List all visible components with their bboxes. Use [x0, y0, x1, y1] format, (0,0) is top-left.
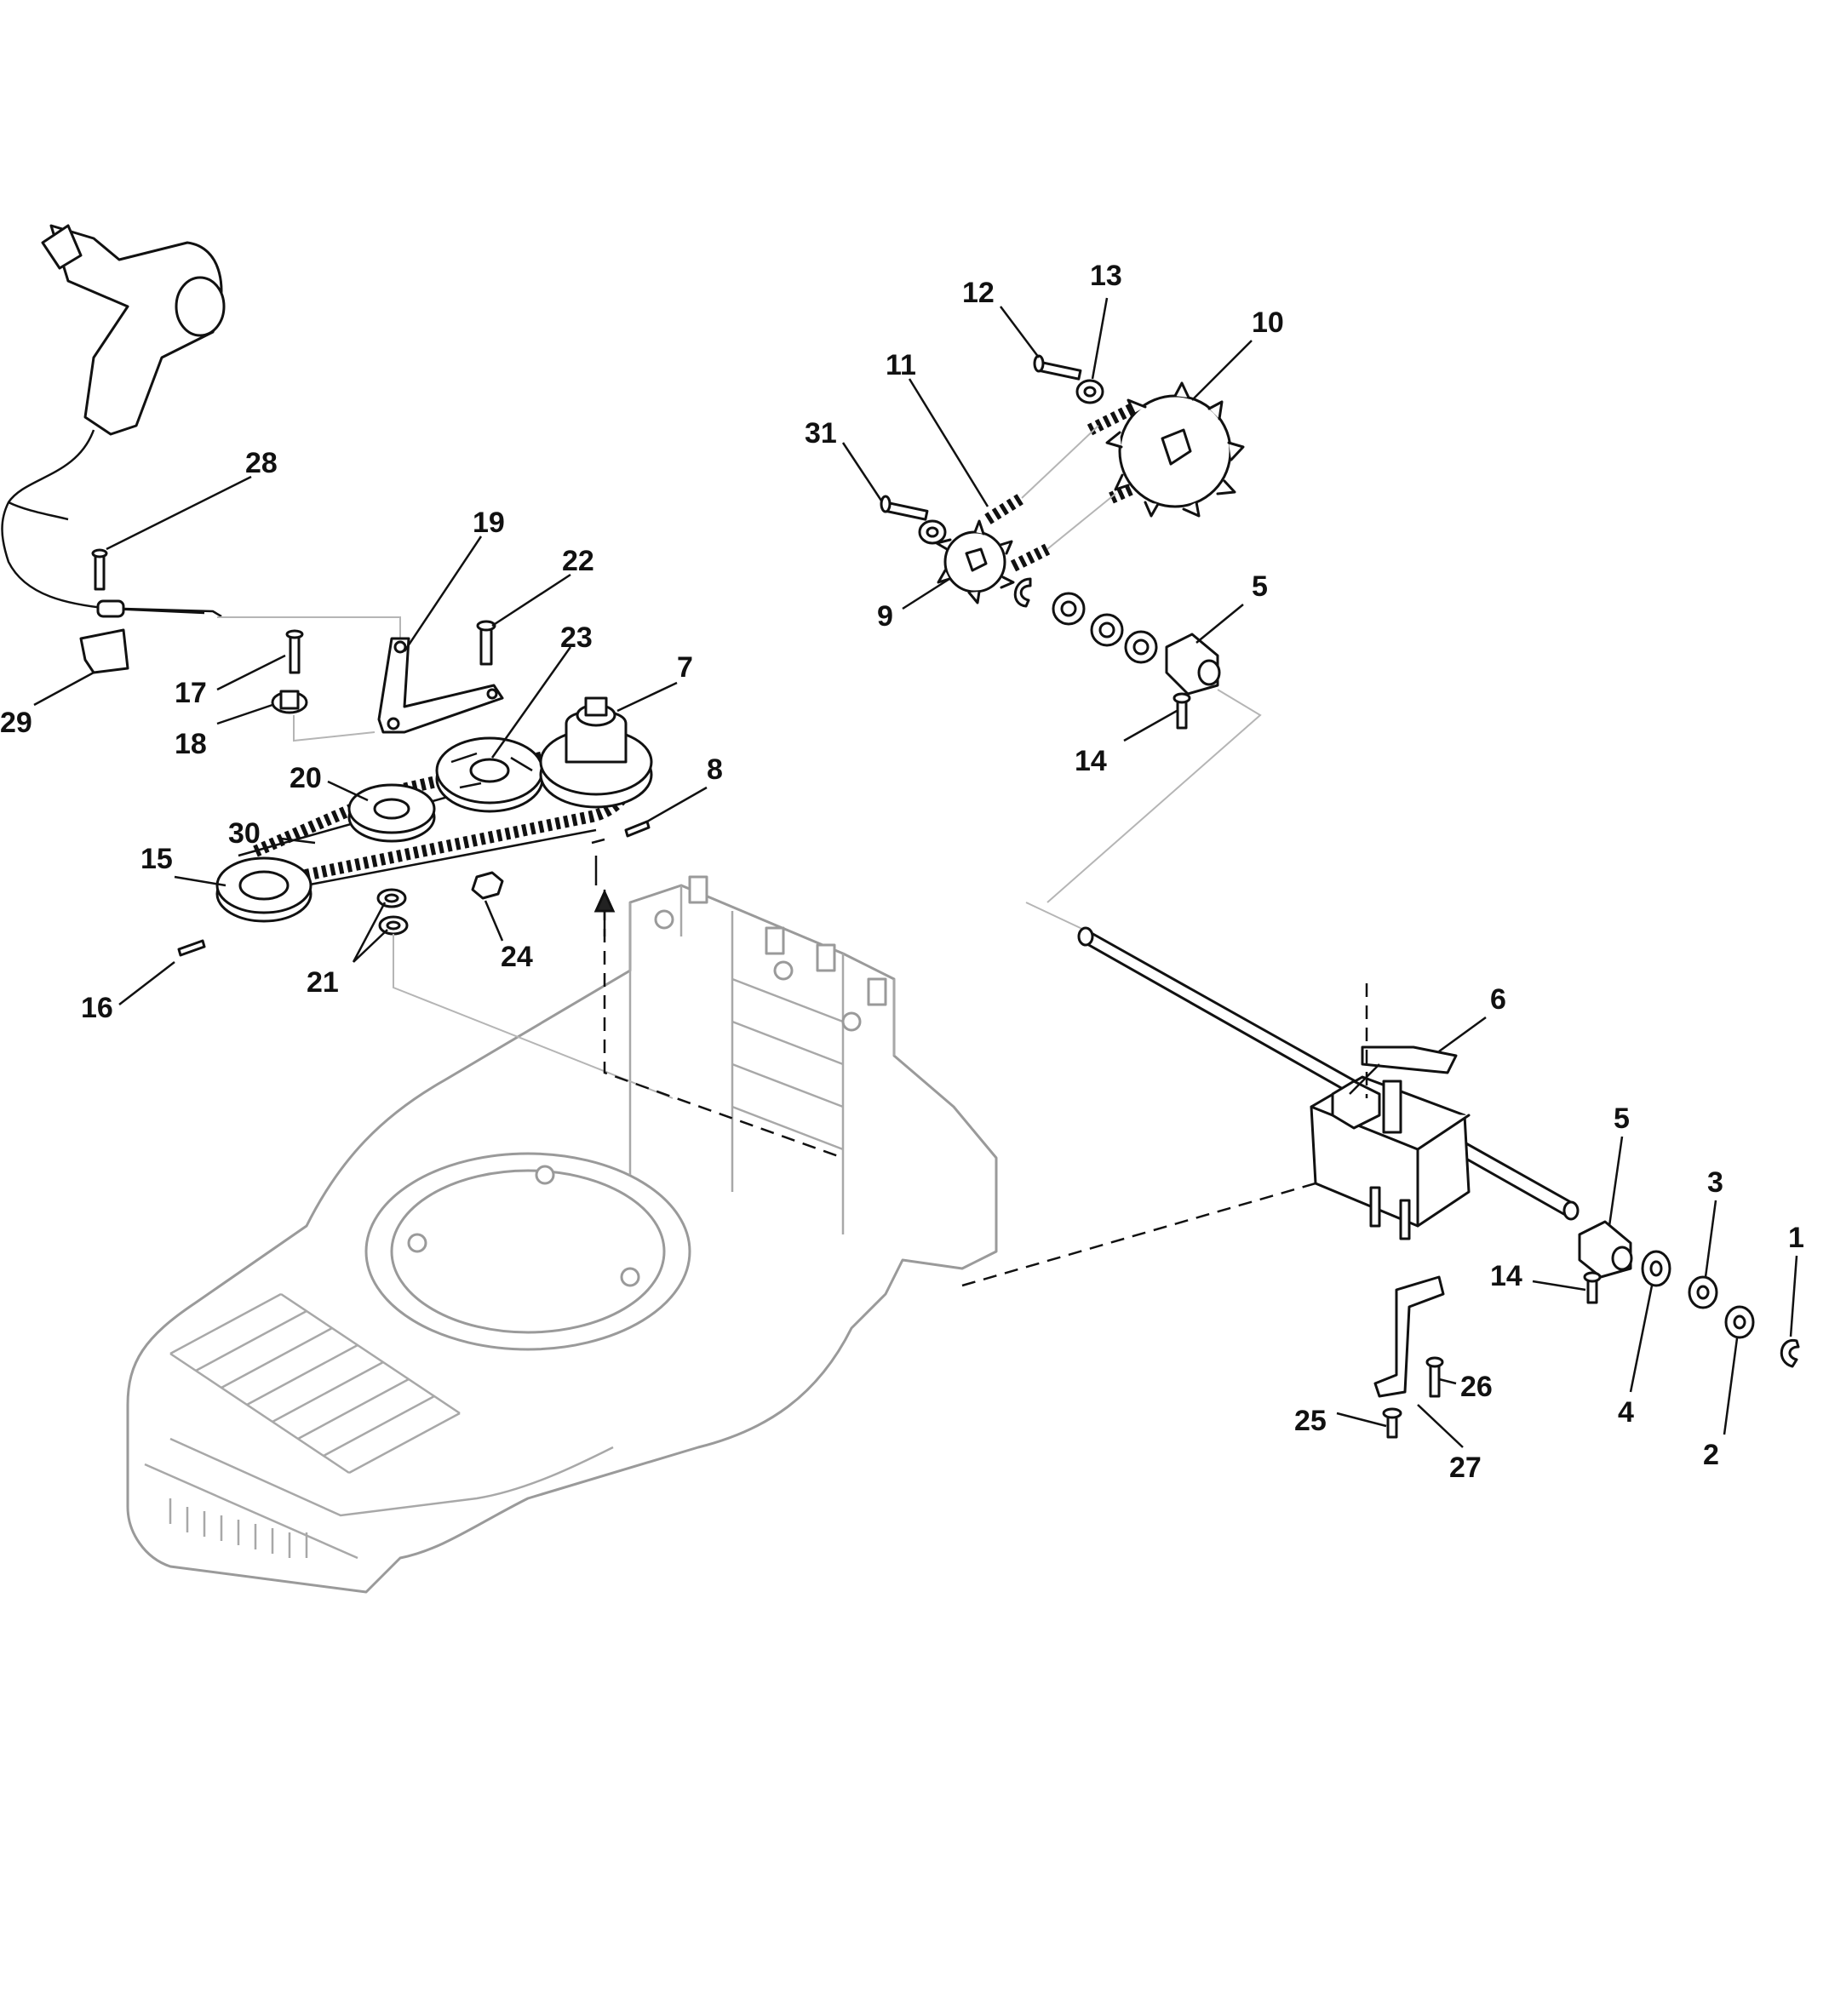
key-8	[624, 820, 651, 838]
callout-25: 25	[1294, 1405, 1327, 1437]
cable-bracket	[79, 628, 129, 674]
bolt-31	[880, 495, 929, 521]
bolt-12	[1033, 354, 1082, 381]
leader-lines	[33, 297, 1798, 1448]
callout-labels: 1 2 3 4 5 5 6 7 8 9 10 11 12 13 14 14 15…	[0, 260, 1804, 1484]
nut-24	[471, 871, 504, 900]
callout-24: 24	[501, 941, 533, 973]
gearbox	[961, 983, 1471, 1287]
screw-25	[1382, 1407, 1402, 1439]
circlip-1	[1780, 1339, 1800, 1368]
callout-31: 31	[805, 417, 837, 450]
callout-18: 18	[175, 728, 207, 760]
callout-22: 22	[562, 545, 594, 577]
drive-control-handle	[1, 224, 226, 615]
washer-21-upper	[376, 888, 407, 908]
callout-3: 3	[1707, 1166, 1723, 1199]
callout-14a: 14	[1075, 745, 1107, 777]
callout-21: 21	[307, 966, 339, 999]
callout-17: 17	[175, 677, 207, 709]
mower-deck	[126, 875, 998, 1594]
washer-3	[1688, 1275, 1718, 1309]
callout-5a: 5	[1252, 570, 1268, 603]
callout-1: 1	[1788, 1222, 1804, 1254]
screw-22	[476, 620, 496, 666]
callout-5b: 5	[1614, 1102, 1630, 1135]
callout-23: 23	[560, 621, 593, 654]
callout-2: 2	[1703, 1439, 1719, 1471]
callout-8: 8	[707, 753, 723, 786]
callout-14b: 14	[1490, 1260, 1522, 1292]
pin-16	[177, 939, 206, 957]
bearing-5-lower	[1578, 1220, 1633, 1279]
screw-28	[91, 548, 108, 591]
callout-7: 7	[677, 651, 693, 684]
screw-14-upper	[1173, 692, 1191, 730]
cable-adjuster	[96, 599, 222, 618]
circlip-upper	[1013, 577, 1032, 608]
callout-15: 15	[140, 843, 173, 875]
callout-10: 10	[1252, 306, 1284, 339]
screw-17	[285, 629, 304, 674]
washer-13	[1075, 379, 1104, 404]
idler-pulley-20	[347, 783, 436, 843]
washer-31	[918, 519, 947, 545]
callout-11: 11	[886, 349, 916, 381]
washer-21-lower	[378, 915, 409, 936]
gearbox-pulley-7	[539, 696, 653, 809]
bracket-27	[1373, 1275, 1445, 1398]
callout-4: 4	[1618, 1396, 1634, 1429]
callout-29: 29	[0, 707, 32, 739]
callout-19: 19	[473, 507, 505, 539]
callout-30: 30	[228, 817, 261, 850]
callout-20: 20	[290, 762, 322, 794]
callout-6: 6	[1490, 983, 1506, 1016]
callout-27: 27	[1449, 1452, 1482, 1484]
sprocket-10	[1105, 381, 1245, 518]
idler-pulley-23	[435, 736, 544, 813]
callout-12: 12	[962, 277, 995, 309]
washer-4	[1641, 1250, 1671, 1287]
chain-links	[984, 403, 1152, 572]
callout-26: 26	[1460, 1371, 1493, 1403]
washers-upper	[1052, 592, 1158, 664]
sprocket-9	[935, 519, 1015, 604]
washer-2	[1724, 1305, 1755, 1339]
drive-pulley-15	[215, 856, 312, 923]
tension-lever	[377, 637, 504, 734]
bearing-5-upper	[1165, 633, 1221, 696]
callout-16: 16	[81, 992, 113, 1024]
bolt-26	[1425, 1356, 1444, 1398]
callout-9: 9	[877, 600, 893, 633]
bushing-18	[271, 690, 308, 714]
screw-14-lower	[1583, 1271, 1602, 1304]
callout-28: 28	[245, 447, 278, 479]
callout-13: 13	[1090, 260, 1122, 292]
